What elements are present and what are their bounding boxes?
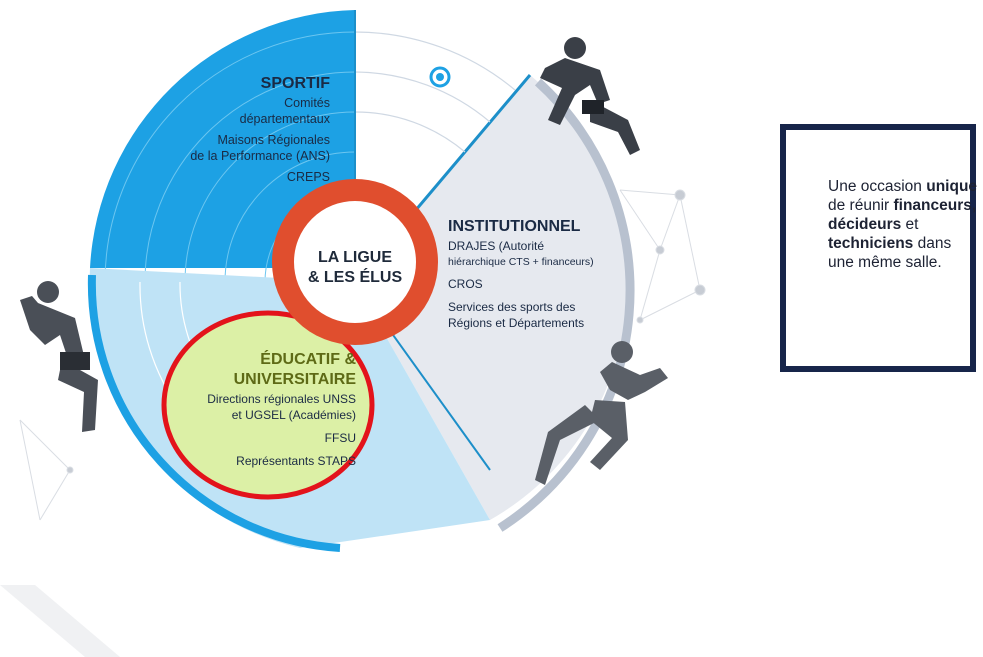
top-right-arcs [354, 31, 516, 153]
institutionnel-line-2: hiérarchique CTS + financeurs) [448, 256, 594, 268]
center-ring [272, 179, 438, 345]
sportif-line-1: Comités [284, 96, 330, 110]
institutionnel-line-1: DRAJES (Autorité [448, 239, 544, 253]
sportif-line-3: Maisons Régionales [217, 133, 330, 147]
educatif-title-2: UNIVERSITAIRE [234, 371, 357, 388]
runner-left-icon [20, 281, 98, 432]
educatif-title-1: ÉDUCATIF & [260, 349, 356, 368]
center-line2: & LES ÉLUS [308, 267, 403, 286]
educatif-line-1: Directions régionales UNSS [207, 392, 356, 406]
network-dots-icon [19, 189, 706, 521]
sportif-line-4: de la Performance (ANS) [190, 149, 330, 163]
callout-box: Une occasion unique de réunir financeurs… [780, 124, 978, 372]
educatif-outer-arc [87, 274, 341, 552]
sportif-line-5: CREPS [287, 170, 330, 184]
center-line1: LA LIGUE [318, 249, 392, 266]
educatif-line-4: Représentants STAPS [236, 454, 356, 468]
educatif-line-2: et UGSEL (Académies) [232, 408, 356, 422]
stakeholder-diagram: LA LIGUE & LES ÉLUS SPORTIF Comités dépa… [19, 10, 706, 552]
runner-right-icon [535, 341, 668, 485]
sportif-title: SPORTIF [261, 75, 331, 92]
runner-top-icon [540, 37, 640, 155]
callout-text: Une occasion unique de réunir financeurs… [828, 178, 978, 271]
institutionnel-sector [355, 75, 628, 520]
sportif-line-2: départementaux [240, 112, 331, 126]
institutionnel-outer-arc [497, 78, 635, 532]
institutionnel-line-3: CROS [448, 277, 483, 291]
educatif-highlight [161, 310, 375, 500]
institutionnel-line-4: Services des sports des [448, 300, 575, 314]
target-dot-icon [429, 66, 451, 88]
watermark-stripe [0, 585, 120, 657]
institutionnel-title: INSTITUTIONNEL [448, 218, 581, 235]
educatif-line-3: FFSU [325, 431, 356, 445]
institutionnel-line-5: Régions et Départements [448, 316, 584, 330]
